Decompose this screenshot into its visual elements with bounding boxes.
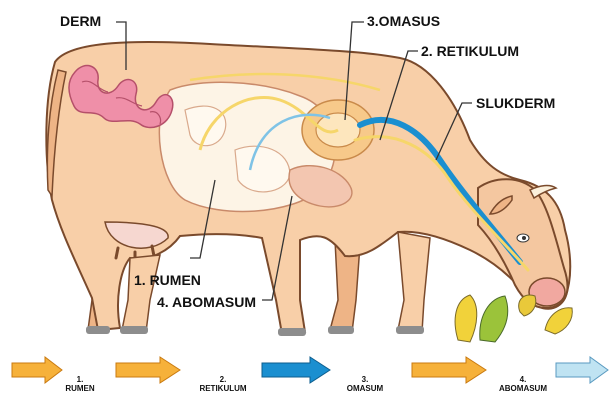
label-retikulum: 2. RETIKULUM [421,43,519,59]
grass-mouth [519,295,536,316]
hind-leg-front [122,255,160,332]
hoof [328,326,354,334]
flow-arrow-5 [556,357,608,383]
flow-caption-4: 4.ABOMASUM [488,375,558,393]
hoof [396,326,424,334]
flow-caption-2: 2.RETIKULUM [188,375,258,393]
hoof [278,328,306,336]
grass-left [455,295,477,342]
label-rumen: 1. RUMEN [134,272,201,288]
hoof [86,326,110,334]
label-slukderm: SLUKDERM [476,95,555,111]
grass-right [545,308,572,334]
label-derm: DERM [60,13,101,29]
hoof [120,326,148,334]
flow-arrow-3 [262,357,330,383]
front-leg-front [398,232,430,332]
flow-arrow-4 [412,357,486,383]
label-omasus: 3.OMASUS [367,13,440,29]
flow-arrow-1 [12,357,62,383]
flow-caption-1: 1.RUMEN [60,375,100,393]
flow-caption-3: 3.OMASUM [330,375,400,393]
eye-pupil [522,236,526,240]
grass-mid [480,296,508,342]
label-abomasum: 4. ABOMASUM [157,294,256,310]
flow-arrow-2 [116,357,180,383]
